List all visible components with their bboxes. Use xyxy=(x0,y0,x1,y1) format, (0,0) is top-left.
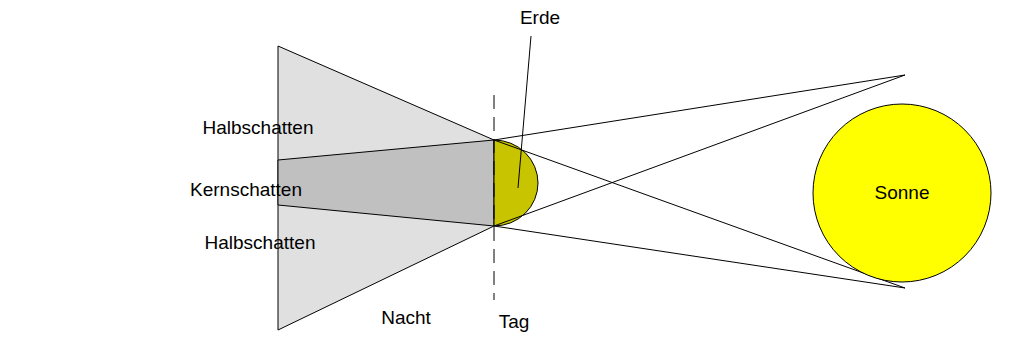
earth-shape xyxy=(494,140,538,226)
region-label: Kernschatten xyxy=(190,180,302,201)
day-night-border xyxy=(494,95,495,300)
sun-label: Sonne xyxy=(875,182,930,204)
region-label: Halbschatten xyxy=(205,233,316,254)
side-label: Nacht xyxy=(381,308,431,329)
leader-line xyxy=(518,36,531,188)
penumbra xyxy=(278,46,494,330)
region-label: Halbschatten xyxy=(203,118,314,139)
earth-label: Erde xyxy=(520,8,560,29)
sun-disc xyxy=(813,104,991,282)
umbra xyxy=(278,140,494,226)
sun-circle: Sonne xyxy=(812,103,992,283)
side-label: Tag xyxy=(499,312,530,333)
